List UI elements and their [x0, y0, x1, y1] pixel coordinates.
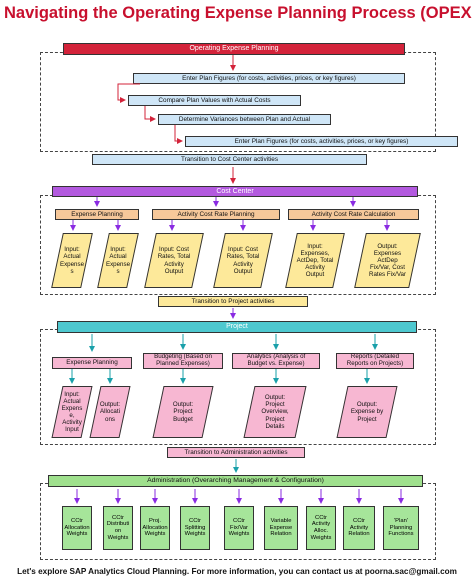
proj-item-text: Output: Project Overview, Project Detail…: [261, 394, 289, 430]
admin-cctr-distribution-weights: CCtr Distributi on Weights: [103, 506, 133, 550]
cc-item-text: Input: Cost Rates, Total Activity Output: [157, 246, 191, 275]
cc-item-text: Output: Expenses ActDep Fix/Var, Cost Ra…: [368, 242, 407, 279]
group-reports: Reports (Detailed Reports on Projects): [336, 353, 414, 369]
cc-item-text: Input: Actual Expense s: [105, 246, 131, 275]
project-header: Project: [57, 321, 417, 333]
cc-input-cost-rates-1: Input: Cost Rates, Total Activity Output: [144, 233, 204, 288]
transition-cost-center: Transition to Cost Center activities: [92, 154, 367, 165]
opex-step-enter-plan-2: Enter Plan Figures (for costs, activitie…: [185, 136, 458, 147]
cc-input-actual-expenses-1: Input: Actual Expense s: [51, 233, 93, 288]
opex-step-variances: Determine Variances between Plan and Act…: [158, 114, 331, 125]
cc-input-expenses-actdep: Input: Expenses, ActDep, Total Activity …: [285, 233, 345, 288]
proj-item-text: Output: Allocati ons: [99, 401, 121, 423]
proj-item-text: Output: Expense by Project: [350, 401, 384, 423]
admin-proj-allocation-weights: Proj. Allocation Weights: [140, 506, 170, 550]
group-expense-planning: Expense Planning: [55, 209, 139, 220]
group-analytics: Analytics (Analysis of Budget vs. Expens…: [232, 353, 320, 369]
cc-item-text: Input: Expenses, ActDep, Total Activity …: [296, 242, 334, 279]
cc-item-text: Input: Actual Expense s: [59, 246, 85, 275]
transition-administration: Transition to Administration activities: [167, 447, 305, 458]
admin-cctr-splitting-weights: CCtr Splitting Weights: [180, 506, 210, 550]
proj-output-allocations: Output: Allocati ons: [89, 386, 131, 438]
opex-step-compare: Compare Plan Values with Actual Costs: [128, 95, 301, 106]
arrow-opex-3: [144, 106, 156, 122]
group-project-expense-planning: Expense Planning: [52, 357, 132, 369]
proj-item-text: Input: Actual Expens e, Activity Input: [61, 390, 83, 434]
footer-text: Let's explore SAP Analytics Cloud Planni…: [17, 567, 457, 576]
admin-variable-expense-relation: Variable Expense Relation: [264, 506, 298, 550]
opex-step-enter-plan: Enter Plan Figures (for costs, activitie…: [133, 73, 405, 84]
cc-output-expenses-actdep: Output: Expenses ActDep Fix/Var, Cost Ra…: [354, 233, 421, 288]
admin-cctr-allocation-weights: CCtr Allocation Weights: [62, 506, 92, 550]
group-activity-cost-rate-planning: Activity Cost Rate Planning: [152, 209, 280, 220]
cc-item-text: Input: Cost Rates, Total Activity Output: [226, 246, 260, 275]
transition-project: Transition to Project activities: [158, 296, 308, 307]
group-activity-cost-rate-calculation: Activity Cost Rate Calculation: [288, 209, 419, 220]
proj-input-actual-expense: Input: Actual Expens e, Activity Input: [51, 386, 93, 438]
cc-input-actual-expenses-2: Input: Actual Expense s: [97, 233, 139, 288]
proj-output-expense-by-project: Output: Expense by Project: [336, 386, 398, 438]
page-title: Navigating the Operating Expense Plannin…: [4, 4, 474, 22]
group-budgeting: Budgeting (Based on Planned Expenses): [143, 353, 223, 369]
arrow-opex-4: [174, 125, 183, 144]
admin-cctr-fixvar-weights: CCtr Fix/Var Weights: [224, 506, 254, 550]
admin-cctr-activity-relation: CCtr Activity Relation: [343, 506, 375, 550]
arrow-opex-2: [117, 83, 140, 103]
admin-plan-planning-functions: 'Plan' Planning Functions: [383, 506, 419, 550]
proj-output-overview: Output: Project Overview, Project Detail…: [243, 386, 307, 438]
admin-cctr-activity-alloc-weights: CCtr Activity Alloc. Weights: [306, 506, 336, 550]
cc-input-cost-rates-2: Input: Cost Rates, Total Activity Output: [213, 233, 273, 288]
administration-header: Administration (Overarching Management &…: [48, 475, 423, 487]
proj-output-budget: Output: Project Budget: [152, 386, 214, 438]
proj-item-text: Output: Project Budget: [172, 401, 194, 423]
cost-center-header: Cost Center: [52, 186, 418, 197]
opex-header: Operating Expense Planning: [63, 43, 405, 55]
